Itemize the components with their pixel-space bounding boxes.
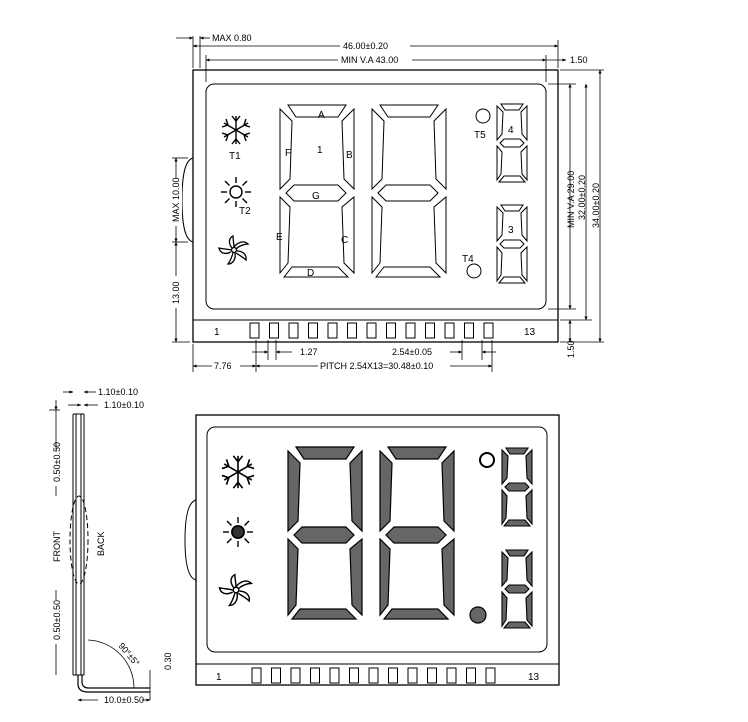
- pin: [310, 667, 320, 684]
- seg-label-f: F: [285, 148, 291, 159]
- angle-arc: [87, 639, 135, 689]
- side-label-back: BACK: [96, 531, 106, 556]
- dim-pin-spacing: 2.54±0.05: [392, 347, 432, 357]
- display-glass: [195, 414, 560, 686]
- display-snowflake-icon: [221, 455, 255, 489]
- pin: [444, 322, 455, 339]
- pin: [368, 667, 379, 684]
- seg-label-1: 1: [317, 145, 323, 156]
- side-dim-glass1: 1.10±0.10: [98, 387, 138, 397]
- pin: [251, 667, 262, 684]
- decimal-point-icon: [469, 606, 487, 624]
- front-outline-view: A F 1 B G E C D 4 3 T1 T2 T5 T4 1 13 MAX…: [168, 33, 604, 372]
- display-viewing-area: [206, 426, 548, 653]
- pin: [290, 667, 301, 684]
- pin: [347, 322, 357, 339]
- display-pin-first: 1: [216, 672, 222, 683]
- lead-pin: [77, 675, 150, 693]
- seg-label-g: G: [312, 191, 320, 202]
- digit-2-filled: [379, 446, 455, 620]
- dim-overall-width: 46.00±0.20: [343, 41, 388, 51]
- side-dim-lead-length: 10.0±0.50: [104, 695, 144, 705]
- dim-pin-width: 1.27: [300, 347, 318, 357]
- seg-label-c: C: [341, 235, 348, 246]
- sun-icon: [220, 176, 252, 208]
- pin: [464, 322, 474, 339]
- dim-max-thickness: MAX 0.80: [212, 33, 252, 43]
- seg-label-e: E: [276, 232, 283, 243]
- dim-edge-right: 1.50: [570, 55, 588, 65]
- pin: [327, 322, 338, 339]
- pin: [425, 322, 435, 339]
- dim-edge-bottom: 1.50: [566, 340, 576, 358]
- label-t1: T1: [229, 151, 241, 162]
- pin: [386, 322, 396, 339]
- seg-label-a: A: [318, 110, 325, 121]
- degree-icon: [479, 452, 495, 468]
- pin: [446, 667, 457, 684]
- pin: [466, 667, 476, 684]
- pin: [427, 667, 437, 684]
- pin-row: [249, 322, 494, 339]
- dim-min-va-height: MIN V.A 29.00: [566, 171, 576, 228]
- label-t4: T4: [462, 254, 474, 265]
- pin: [329, 667, 340, 684]
- digit-4-filled: [501, 447, 533, 527]
- pin: [249, 322, 260, 339]
- display-sun-icon: [222, 516, 254, 548]
- seg-label-4: 4: [508, 125, 514, 136]
- dim-overall-height: 34.00±0.20: [591, 183, 601, 228]
- dim-min-va-width: MIN V.A 43.00: [341, 55, 398, 65]
- digit-2-outline: [371, 104, 447, 278]
- seg-label-b: B: [346, 150, 353, 161]
- display-pin-last: 13: [528, 672, 540, 683]
- digit-3-filled: [501, 549, 533, 629]
- display-pin-row: [251, 667, 496, 684]
- display-fan-icon: [218, 573, 253, 607]
- pin-label-first: 1: [214, 327, 220, 338]
- seg-label-3: 3: [508, 225, 514, 236]
- digit-1-filled: [287, 446, 363, 620]
- pin: [485, 667, 496, 684]
- pin: [366, 322, 377, 339]
- side-dim-bottom: 0.50±0.50: [52, 600, 62, 640]
- side-view: 1.10±0.10 1.10±0.10 0.50±0.50 FRONT BACK…: [49, 387, 173, 705]
- seg-label-d: D: [307, 268, 314, 279]
- pin: [388, 667, 398, 684]
- pin: [271, 667, 281, 684]
- digit-4-outline: [496, 103, 528, 183]
- side-dim-top: 0.50±0.50: [52, 442, 62, 482]
- side-dim-lead-thickness: 0.30: [163, 652, 173, 670]
- t4-point-outline: [466, 263, 482, 279]
- pin: [349, 667, 359, 684]
- side-label-front: FRONT: [52, 531, 62, 562]
- side-tab-ellipse: [69, 495, 89, 585]
- pin-label-last: 13: [524, 327, 536, 338]
- pin: [405, 322, 416, 339]
- pin: [288, 322, 299, 339]
- dim-left-offset: 7.76: [214, 361, 232, 371]
- pin: [407, 667, 418, 684]
- display-side-tab: [184, 499, 197, 581]
- dim-pitch: PITCH 2.54X13=30.48±0.10: [320, 361, 433, 371]
- dim-max-tab: MAX 10.00: [171, 177, 181, 222]
- viewing-area-outline: [205, 83, 547, 310]
- side-tab: [181, 157, 194, 243]
- pin: [308, 322, 318, 339]
- label-t5: T5: [474, 130, 486, 141]
- digit-3-outline: [496, 204, 528, 284]
- t5-degree-outline: [475, 108, 491, 124]
- snowflake-icon: [221, 115, 251, 145]
- dim-tab-offset: 13.00: [171, 281, 181, 304]
- dim-glass-height: 32.00±0.20: [577, 175, 587, 220]
- glass-outline: [192, 69, 559, 343]
- fan-icon: [218, 235, 249, 265]
- pin: [483, 322, 494, 339]
- side-dim-glass2: 1.10±0.10: [104, 400, 144, 410]
- label-t2: T2: [239, 206, 251, 217]
- display-view: 1 13: [184, 414, 560, 686]
- pin: [269, 322, 279, 339]
